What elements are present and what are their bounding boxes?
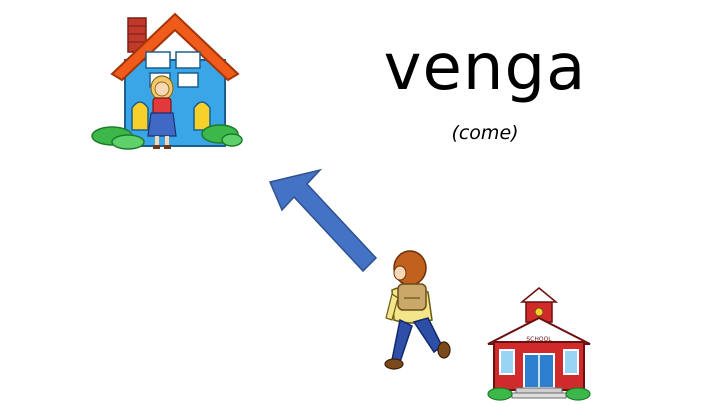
vocabulary-word: venga: [383, 31, 587, 105]
walking-boy-figure: [384, 250, 451, 370]
school-sign: SCHOOL: [526, 336, 552, 343]
girl-figure: [147, 75, 177, 149]
backpack: [397, 283, 427, 311]
home-illustration: [91, 12, 243, 150]
translation-gloss: (come): [451, 122, 519, 144]
school-illustration: SCHOOL: [487, 287, 591, 401]
house-roof: [110, 12, 240, 82]
direction-arrow: [268, 168, 378, 273]
